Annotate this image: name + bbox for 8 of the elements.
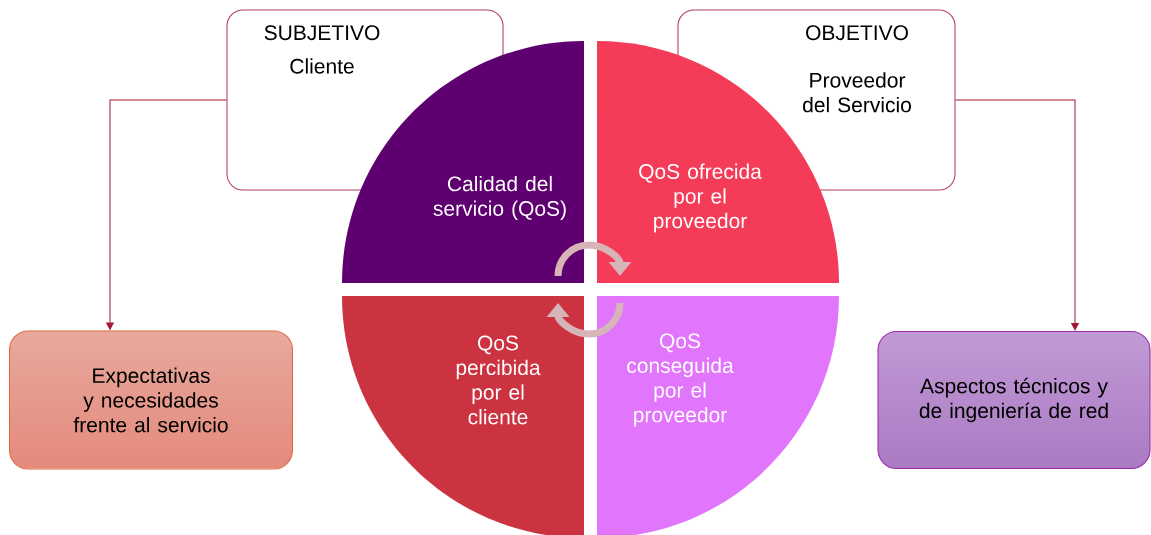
connector-arrow <box>106 99 227 330</box>
quadrant: QoS percibida por el cliente <box>342 296 584 535</box>
cycle-arrow <box>554 241 632 277</box>
rounded-box: Aspectos técnicos y de ingeniería de red <box>877 330 1151 470</box>
cycle-arrow <box>546 302 624 338</box>
quadrant: QoS conseguida por el proveedor <box>597 296 839 535</box>
connector-arrow <box>955 99 1079 331</box>
rounded-box: Expectativas y necesidades frente al servicio <box>8 330 294 470</box>
